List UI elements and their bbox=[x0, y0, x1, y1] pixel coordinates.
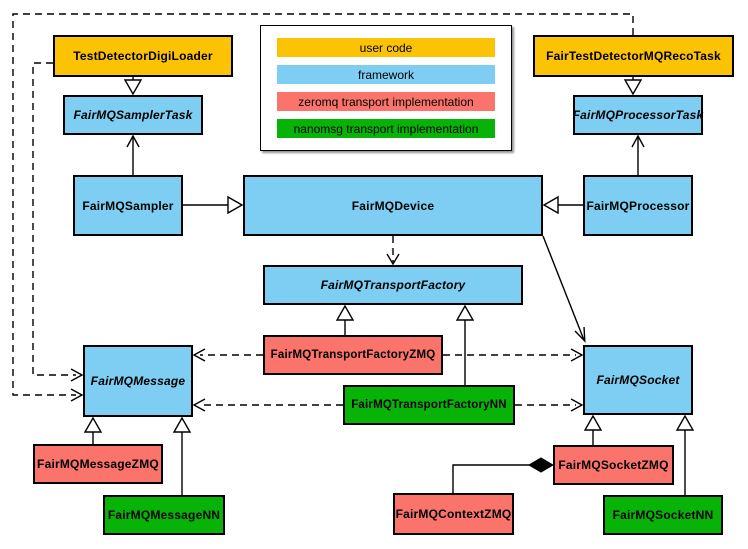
edge-inheritance-reco-task-processor-task bbox=[623, 77, 643, 96]
edge-dependency-transport-factory-nn-message bbox=[192, 398, 343, 412]
edge-inheritance-socket-nn-socket bbox=[675, 414, 695, 495]
node-fair-mq-socket-zmq: FairMQSocketZMQ bbox=[553, 445, 674, 485]
edge-composition-socket-zmq-context-zmq bbox=[452, 457, 554, 493]
edge-inheritance-digi-loader-sampler-task bbox=[123, 77, 143, 96]
legend: user code framework zeromq transport imp… bbox=[260, 25, 512, 151]
edge-inheritance-socket-zmq-socket bbox=[583, 414, 603, 445]
node-fair-mq-message-nn: FairMQMessageNN bbox=[103, 495, 225, 535]
legend-item-nanomsg: nanomsg transport implementation bbox=[277, 119, 495, 138]
legend-item-zeromq: zeromq transport implementation bbox=[277, 92, 495, 111]
node-fair-mq-transport-factory-zmq: FairMQTransportFactoryZMQ bbox=[263, 335, 443, 375]
legend-item-framework: framework bbox=[277, 65, 495, 84]
edge-dependency-transport-factory-zmq-socket bbox=[443, 348, 584, 362]
edge-inheritance-sampler-device bbox=[183, 195, 244, 215]
node-fair-mq-transport-factory: FairMQTransportFactory bbox=[263, 265, 523, 305]
edge-inheritance-message-nn-message bbox=[172, 416, 192, 495]
edge-dependency-transport-factory-nn-socket bbox=[515, 398, 584, 412]
node-fair-mq-processor: FairMQProcessor bbox=[583, 175, 693, 236]
node-fair-mq-device: FairMQDevice bbox=[243, 175, 543, 236]
edge-dependency-transport-factory-zmq-message bbox=[192, 348, 263, 362]
node-fair-mq-sampler-task: FairMQSamplerTask bbox=[63, 95, 203, 135]
edge-association-processor-processor-task bbox=[631, 134, 645, 175]
edge-association-device-socket bbox=[542, 235, 586, 343]
edge-dependency-reco-task-message bbox=[12, 13, 634, 402]
edge-dependency-device-transport-factory bbox=[386, 236, 400, 266]
node-fair-mq-message-zmq: FairMQMessageZMQ bbox=[33, 444, 163, 484]
edge-inheritance-processor-device bbox=[542, 195, 583, 215]
node-fair-mq-socket: FairMQSocket bbox=[583, 345, 693, 415]
edge-inheritance-message-zmq-message bbox=[83, 416, 103, 444]
node-test-detector-digi-loader: TestDetectorDigiLoader bbox=[53, 35, 233, 77]
node-fair-mq-message: FairMQMessage bbox=[83, 345, 193, 417]
edge-dependency-digi-loader-message bbox=[32, 62, 84, 382]
edge-inheritance-transport-factory-nn-transport-factory bbox=[455, 304, 475, 385]
node-fair-mq-transport-factory-nn: FairMQTransportFactoryNN bbox=[343, 385, 515, 425]
node-fair-mq-socket-nn: FairMQSocketNN bbox=[603, 495, 723, 535]
node-fair-test-detector-mq-reco-task: FairTestDetectorMQRecoTask bbox=[533, 35, 734, 77]
edge-association-sampler-sampler-task bbox=[126, 134, 140, 175]
node-fair-mq-processor-task: FairMQProcessorTask bbox=[573, 95, 703, 135]
node-fair-mq-sampler: FairMQSampler bbox=[73, 175, 183, 236]
node-fair-mq-context-zmq: FairMQContextZMQ bbox=[393, 493, 514, 535]
legend-item-user-code: user code bbox=[277, 38, 495, 57]
edge-inheritance-transport-factory-zmq-transport-factory bbox=[335, 304, 355, 335]
